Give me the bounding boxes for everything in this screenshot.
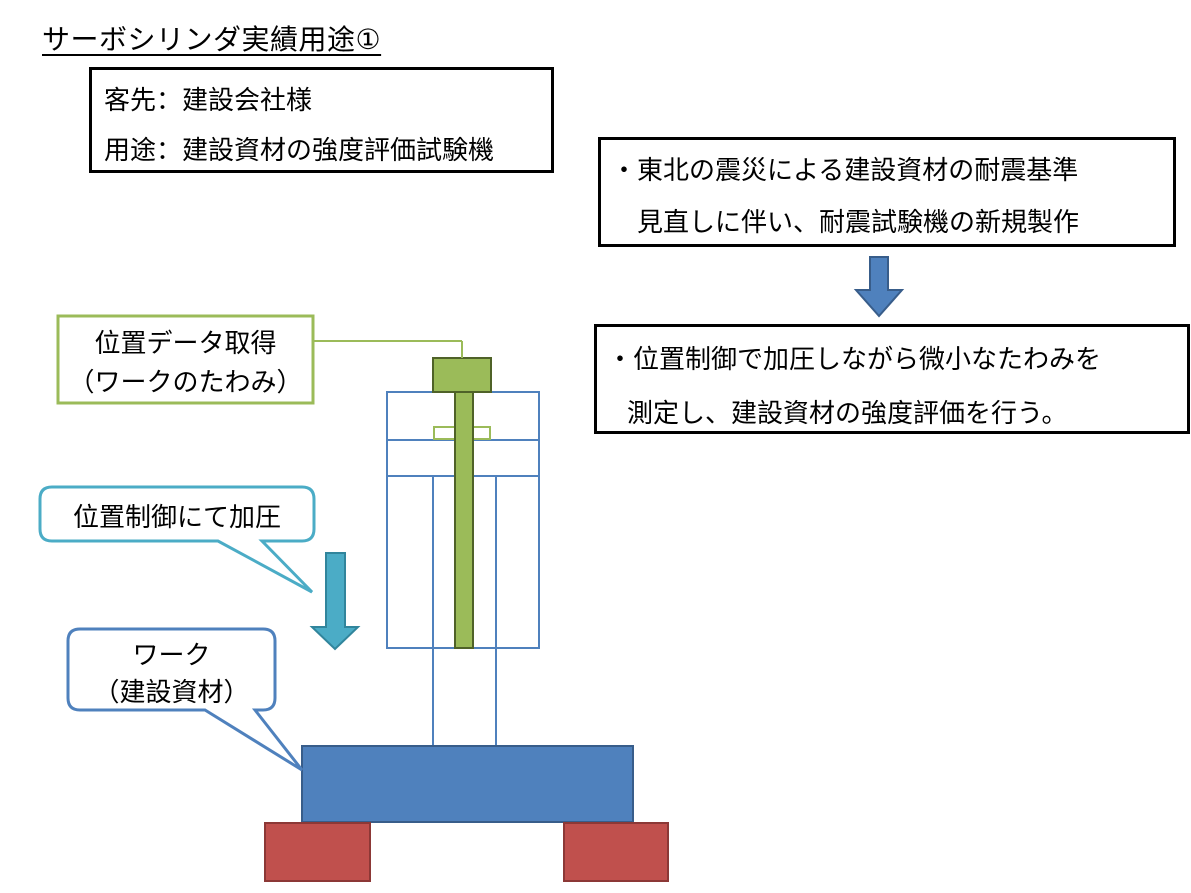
work-label-1: ワーク [132, 641, 211, 671]
background-line-1: ・東北の震災による建設資材の耐震基準 [611, 156, 1079, 186]
position-data-label-1: 位置データ取得 [94, 329, 277, 359]
pressure-label: 位置制御にて加圧 [72, 503, 281, 533]
position-sensor-head [432, 357, 492, 393]
pressure-callout [38, 485, 316, 594]
pressure-arrow [309, 552, 361, 651]
result-line-1: ・位置制御で加圧しながら微小なたわみを [607, 345, 1102, 375]
page-title: サーボシリンダ実績用途① [42, 23, 382, 56]
position-sensor-rod [454, 391, 474, 649]
flow-arrow [853, 256, 905, 318]
position-data-label-2: （ワークのたわみ） [68, 368, 303, 398]
result-line-2: 測定し、建設資材の強度評価を行う。 [627, 399, 1068, 429]
result-box: ・位置制御で加圧しながら微小なたわみを 測定し、建設資材の強度評価を行う。 [594, 324, 1190, 434]
background-box: ・東北の震災による建設資材の耐震基準 見直しに伴い、耐震試験機の新規製作 [598, 137, 1176, 247]
work-callout [66, 627, 304, 772]
usage-text: 用途：建設資材の強度評価試験機 [104, 136, 495, 166]
customer-text: 客先：建設会社様 [104, 86, 313, 116]
info-box: 客先：建設会社様 用途：建設資材の強度評価試験機 [89, 67, 554, 173]
work-label-2: （建設資材） [93, 678, 250, 708]
position-data-callout [56, 314, 315, 405]
work-block [301, 745, 634, 823]
support-foot-right [563, 822, 669, 882]
background-line-2: 見直しに伴い、耐震試験機の新規製作 [637, 208, 1080, 238]
support-foot-left [264, 822, 371, 882]
